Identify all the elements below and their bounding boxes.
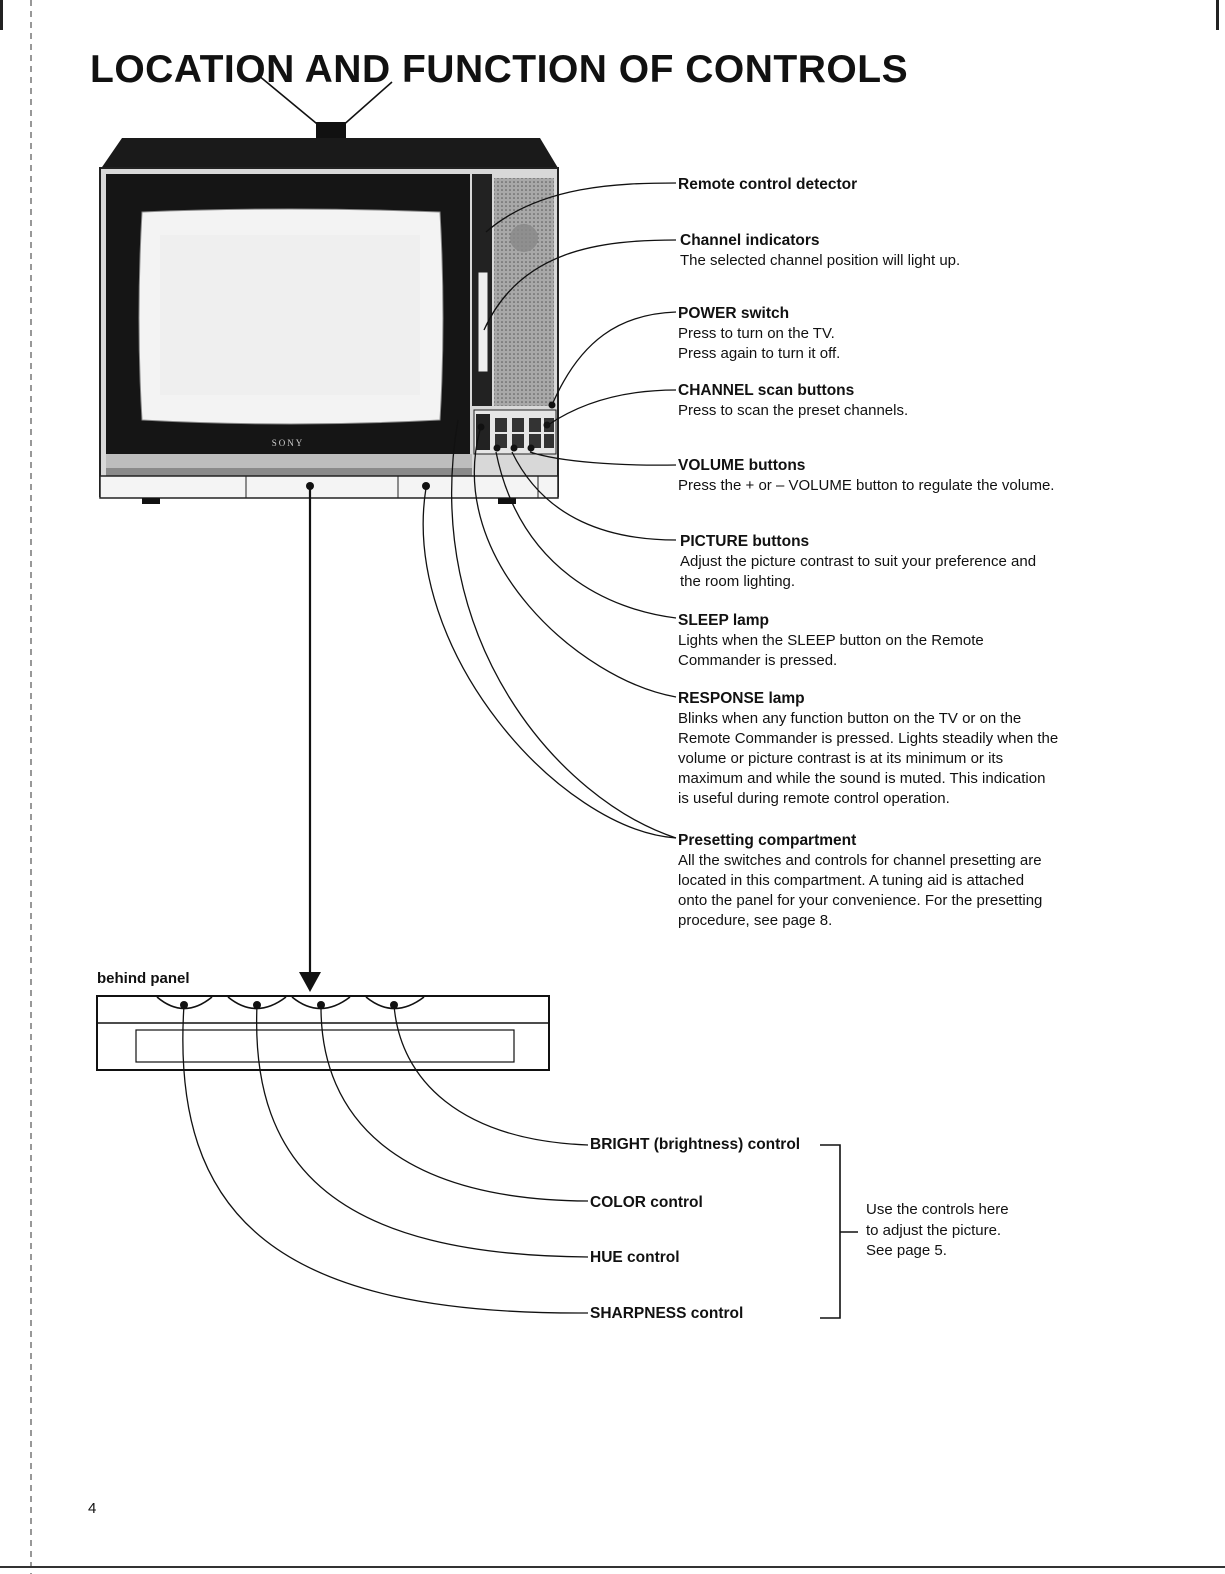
label-heading: Presetting compartment [678,832,857,849]
label-channel-indicators: Channel indicators The selected channel … [680,232,1200,271]
label-heading: Channel indicators [680,232,820,249]
scan-edge-left [30,0,32,1574]
label-heading: SLEEP lamp [678,612,770,629]
tv-brand-logo: SONY [272,438,305,448]
label-response-lamp: RESPONSE lamp Blinks when any function b… [678,690,1198,809]
label-description: Press to turn on the TV. Press again to … [678,325,841,362]
hue-control-label: HUE control [590,1249,680,1266]
scan-edge-mark-left [0,0,3,30]
scan-edge-mark-right [1216,0,1219,30]
sharpness-control-label: SHARPNESS control [590,1305,744,1322]
page-number: 4 [88,1500,97,1517]
label-picture-buttons: PICTURE buttons Adjust the picture contr… [680,533,1200,592]
label-description: Press the + or – VOLUME button to regula… [678,477,1055,494]
label-description: The selected channel position will light… [680,252,961,269]
label-heading: POWER switch [678,305,790,322]
label-power-switch: POWER switch Press to turn on the TV. Pr… [678,305,1198,364]
label-description: Press to scan the preset channels. [678,402,909,419]
label-sleep-lamp: SLEEP lamp Lights when the SLEEP button … [678,612,1198,671]
label-heading: PICTURE buttons [680,533,810,550]
page-title: LOCATION AND FUNCTION OF CONTROLS [90,48,909,91]
label-description: Blinks when any function button on the T… [678,710,1059,807]
label-remote-control-detector: Remote control detector [678,176,858,193]
label-description: All the switches and controls for channe… [678,852,1043,929]
label-description: Lights when the SLEEP button on the Remo… [678,632,984,669]
label-heading: RESPONSE lamp [678,690,805,707]
scan-edge-bottom [0,1566,1225,1568]
label-channel-scan-buttons: CHANNEL scan buttons Press to scan the p… [678,382,1198,421]
behind-panel-label: behind panel [97,970,190,987]
label-description: Adjust the picture contrast to suit your… [680,553,1037,590]
bright-control-label: BRIGHT (brightness) control [590,1136,801,1153]
label-heading: CHANNEL scan buttons [678,382,855,399]
label-heading: VOLUME buttons [678,457,806,474]
color-control-label: COLOR control [590,1194,703,1211]
label-presetting-compartment: Presetting compartment All the switches … [678,832,1198,931]
label-volume-buttons: VOLUME buttons Press the + or – VOLUME b… [678,457,1198,496]
controls-note: Use the controls here to adjust the pict… [866,1201,1009,1259]
